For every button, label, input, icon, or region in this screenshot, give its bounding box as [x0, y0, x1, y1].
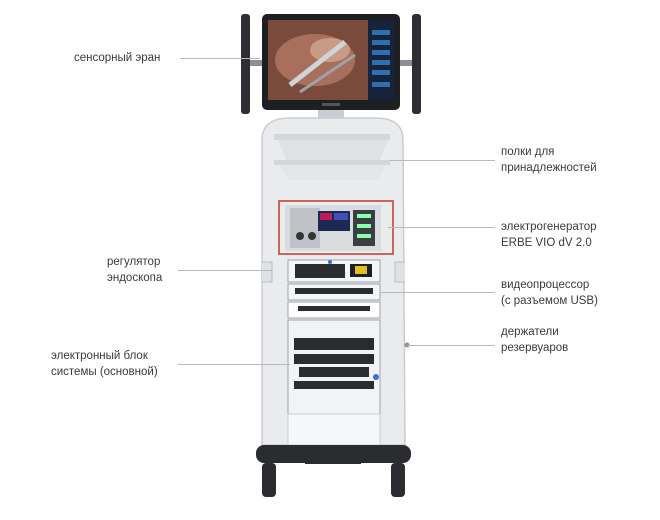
leader-line-shelves: [390, 160, 495, 161]
monitor-handle-right: [412, 14, 421, 114]
leader-line-touch-screen: [180, 58, 260, 59]
leader-line-endoscope-regulator: [178, 270, 272, 271]
callout-electrogenerator: электрогенератор ERBE VIO dV 2.0: [501, 221, 597, 249]
monitor-handle-left: [241, 14, 250, 114]
callout-electronic-unit: электронный блок системы (основной): [51, 350, 158, 378]
accessory-shelf-lower: [274, 160, 390, 165]
leader-line-electrogenerator: [388, 227, 495, 228]
leader-line-reservoir-holders: [407, 345, 495, 346]
accessory-shelf-upper: [274, 134, 390, 140]
callout-endoscope-regulator: регулятор эндоскопа: [107, 256, 163, 284]
callout-shelves: полки для принадлежностей: [501, 146, 597, 174]
leader-line-electronic-unit: [178, 364, 290, 365]
leader-line-video-processor: [380, 292, 495, 293]
callout-video-processor: видеопроцессор (с разъемом USB): [501, 279, 598, 307]
callout-reservoir-holders: держатели резервуаров: [501, 326, 569, 354]
cart-base: [256, 445, 411, 463]
callout-touch-screen: сенсорный эран: [74, 52, 161, 64]
